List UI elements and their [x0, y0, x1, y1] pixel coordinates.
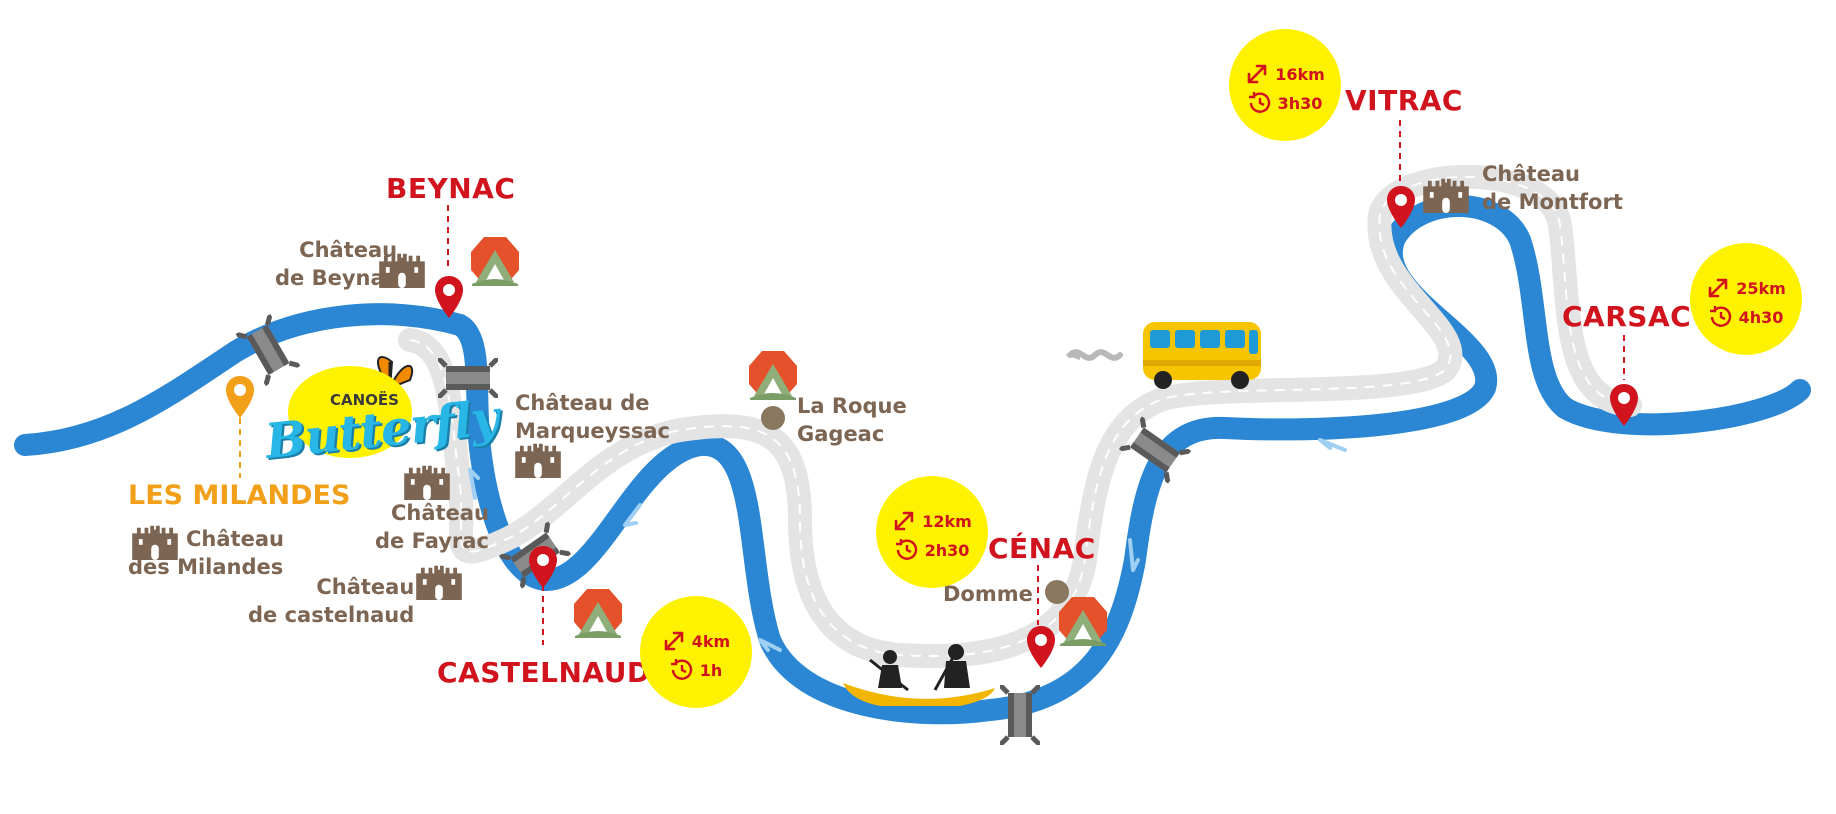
- town-label-vitrac: VITRAC: [1345, 84, 1463, 117]
- current-arrow-icon: [468, 438, 1347, 652]
- river-dordogne: [14, 195, 1811, 725]
- campsite-icon: [471, 237, 519, 286]
- town-label-cenac: CÉNAC: [988, 532, 1096, 565]
- label-la-roque-gageac: La Roque Gageac: [797, 394, 907, 446]
- la-roque-gageac-dot: [761, 406, 785, 430]
- guide-lines: [447, 120, 1625, 645]
- campsite-icon: [1059, 597, 1107, 646]
- distance-arrow-icon: [664, 631, 684, 651]
- town-label-les-milandes: LES MILANDES: [128, 480, 351, 511]
- label-chateau-castelnaud: Château de castelnaud: [248, 575, 415, 627]
- logo-blob: [288, 366, 412, 458]
- label-chateau-milandes: Château des Milandes: [128, 527, 284, 579]
- distance-arrow-icon: [1708, 278, 1728, 298]
- brand-top-text: CANOËS: [330, 391, 399, 409]
- castle-icon: [1423, 178, 1469, 213]
- town-label-castelnaud: CASTELNAUD: [437, 656, 651, 689]
- label-domme: Domme: [943, 582, 1033, 606]
- route-distance: 12km: [922, 511, 972, 531]
- route-duration: 2h30: [924, 540, 970, 560]
- map-pin-icon[interactable]: [1027, 626, 1055, 668]
- label-chateau-fayrac: Château de Fayrac: [375, 501, 489, 553]
- clock-icon: [1709, 306, 1731, 327]
- route-badge-castelnaud[interactable]: 4km 1h: [640, 596, 752, 708]
- castle-icon: [515, 443, 561, 478]
- route-distance: 4km: [691, 631, 731, 651]
- distance-arrow-icon: [894, 511, 914, 531]
- bus-icon: [1065, 322, 1261, 389]
- canoe-icon: [843, 644, 995, 706]
- campsite-icon: [574, 589, 622, 638]
- route-badge-cenac[interactable]: 12km 2h30: [876, 476, 988, 588]
- domme-dot: [1045, 580, 1069, 604]
- clock-icon: [670, 659, 692, 680]
- map-pin-icon[interactable]: [226, 376, 254, 418]
- campsite-icon: [749, 351, 797, 400]
- route-distance: 25km: [1736, 278, 1786, 298]
- label-chateau-montfort: Château de Montfort: [1482, 162, 1623, 214]
- town-label-carsac: CARSAC: [1562, 300, 1692, 333]
- route-duration: 4h30: [1738, 307, 1784, 327]
- route-duration: 3h30: [1277, 93, 1323, 113]
- route-distance: 16km: [1275, 64, 1325, 84]
- label-chateau-marqueyssac: Château de Marqueyssac: [515, 391, 670, 443]
- castle-icon: [404, 465, 450, 500]
- route-badge-carsac[interactable]: 25km 4h30: [1690, 243, 1802, 355]
- distance-arrow-icon: [1247, 64, 1267, 84]
- route-duration: 1h: [699, 660, 723, 680]
- clock-icon: [895, 539, 917, 560]
- clock-icon: [1248, 92, 1270, 113]
- route-badge-vitrac[interactable]: 16km 3h30: [1229, 29, 1341, 141]
- castle-icon: [416, 565, 462, 600]
- town-label-beynac: BEYNAC: [386, 172, 516, 205]
- label-chateau-beynac: Château de Beynac: [275, 238, 398, 290]
